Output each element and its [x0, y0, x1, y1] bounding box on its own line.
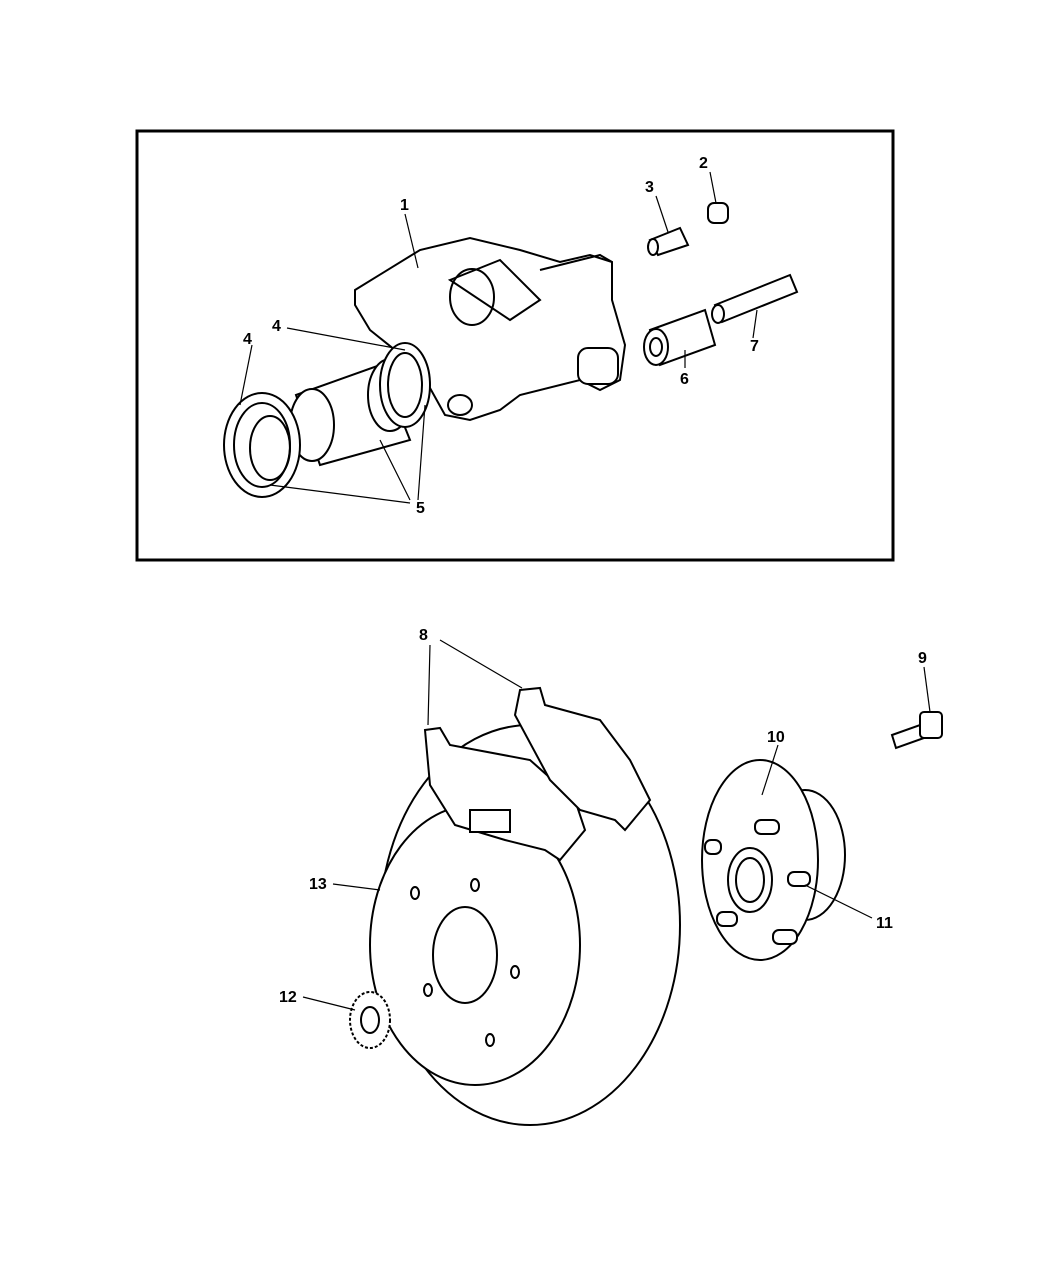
guide-pin[interactable] — [711, 273, 799, 324]
callout-8: 8 — [419, 627, 428, 644]
leader-lines — [239, 171, 931, 1011]
callout-11: 11 — [876, 915, 893, 932]
sleeve-bushing[interactable] — [643, 308, 717, 367]
brake-pad-outer[interactable] — [513, 686, 652, 832]
callout-9: 9 — [918, 650, 927, 667]
caliper-group-frame — [135, 129, 895, 562]
dust-boot[interactable] — [223, 392, 301, 498]
callout-7: 7 — [750, 338, 759, 355]
callout-12: 12 — [279, 989, 297, 1006]
bleeder-screw[interactable] — [647, 226, 690, 257]
callout-3: 3 — [645, 179, 654, 196]
callout-10: 10 — [767, 729, 785, 746]
callout-13: 13 — [309, 876, 327, 893]
callout-4-upper: 4 — [272, 318, 281, 335]
bleeder-cap[interactable] — [707, 202, 729, 224]
hub-bolt[interactable] — [890, 711, 943, 750]
hub-flange[interactable] — [701, 759, 846, 961]
callout-5: 5 — [416, 500, 425, 517]
brake-pad-inner[interactable] — [423, 726, 587, 862]
piston-seal[interactable] — [379, 342, 431, 428]
tone-ring[interactable] — [349, 991, 391, 1049]
wheel-stud[interactable] — [704, 819, 811, 945]
callout-4-lower: 4 — [243, 331, 252, 348]
callout-1: 1 — [400, 197, 409, 214]
callout-2: 2 — [699, 155, 708, 172]
callout-6: 6 — [680, 371, 689, 388]
